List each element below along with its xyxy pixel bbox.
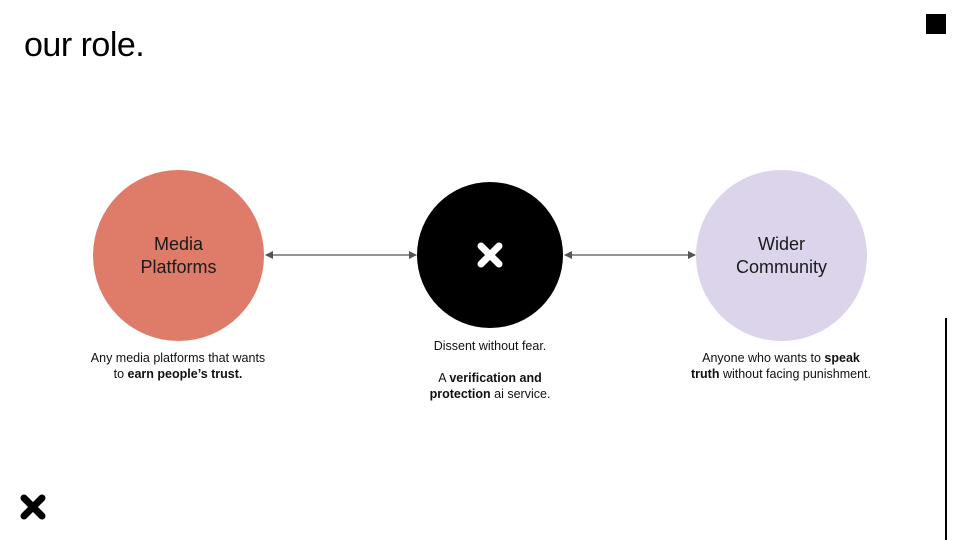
wider-community-label: Wider Community <box>735 233 828 277</box>
corner-square <box>926 14 946 34</box>
right-edge-line <box>945 318 947 540</box>
media-platforms-description: Any media platforms that wants to earn p… <box>90 351 266 381</box>
center-service-node <box>417 182 563 328</box>
media-platforms-label: Media Platforms <box>140 233 217 277</box>
wider-community-description: Anyone who wants to speak truth without … <box>691 351 871 381</box>
center-service-description: Dissent without fear. A verification and… <box>429 339 551 401</box>
media-platforms-node: Media Platforms <box>93 170 264 341</box>
wider-community-node: Wider Community <box>696 170 867 341</box>
page-title: our role. <box>24 26 145 64</box>
x-mark-icon <box>20 494 46 520</box>
x-mark-icon <box>477 242 503 268</box>
